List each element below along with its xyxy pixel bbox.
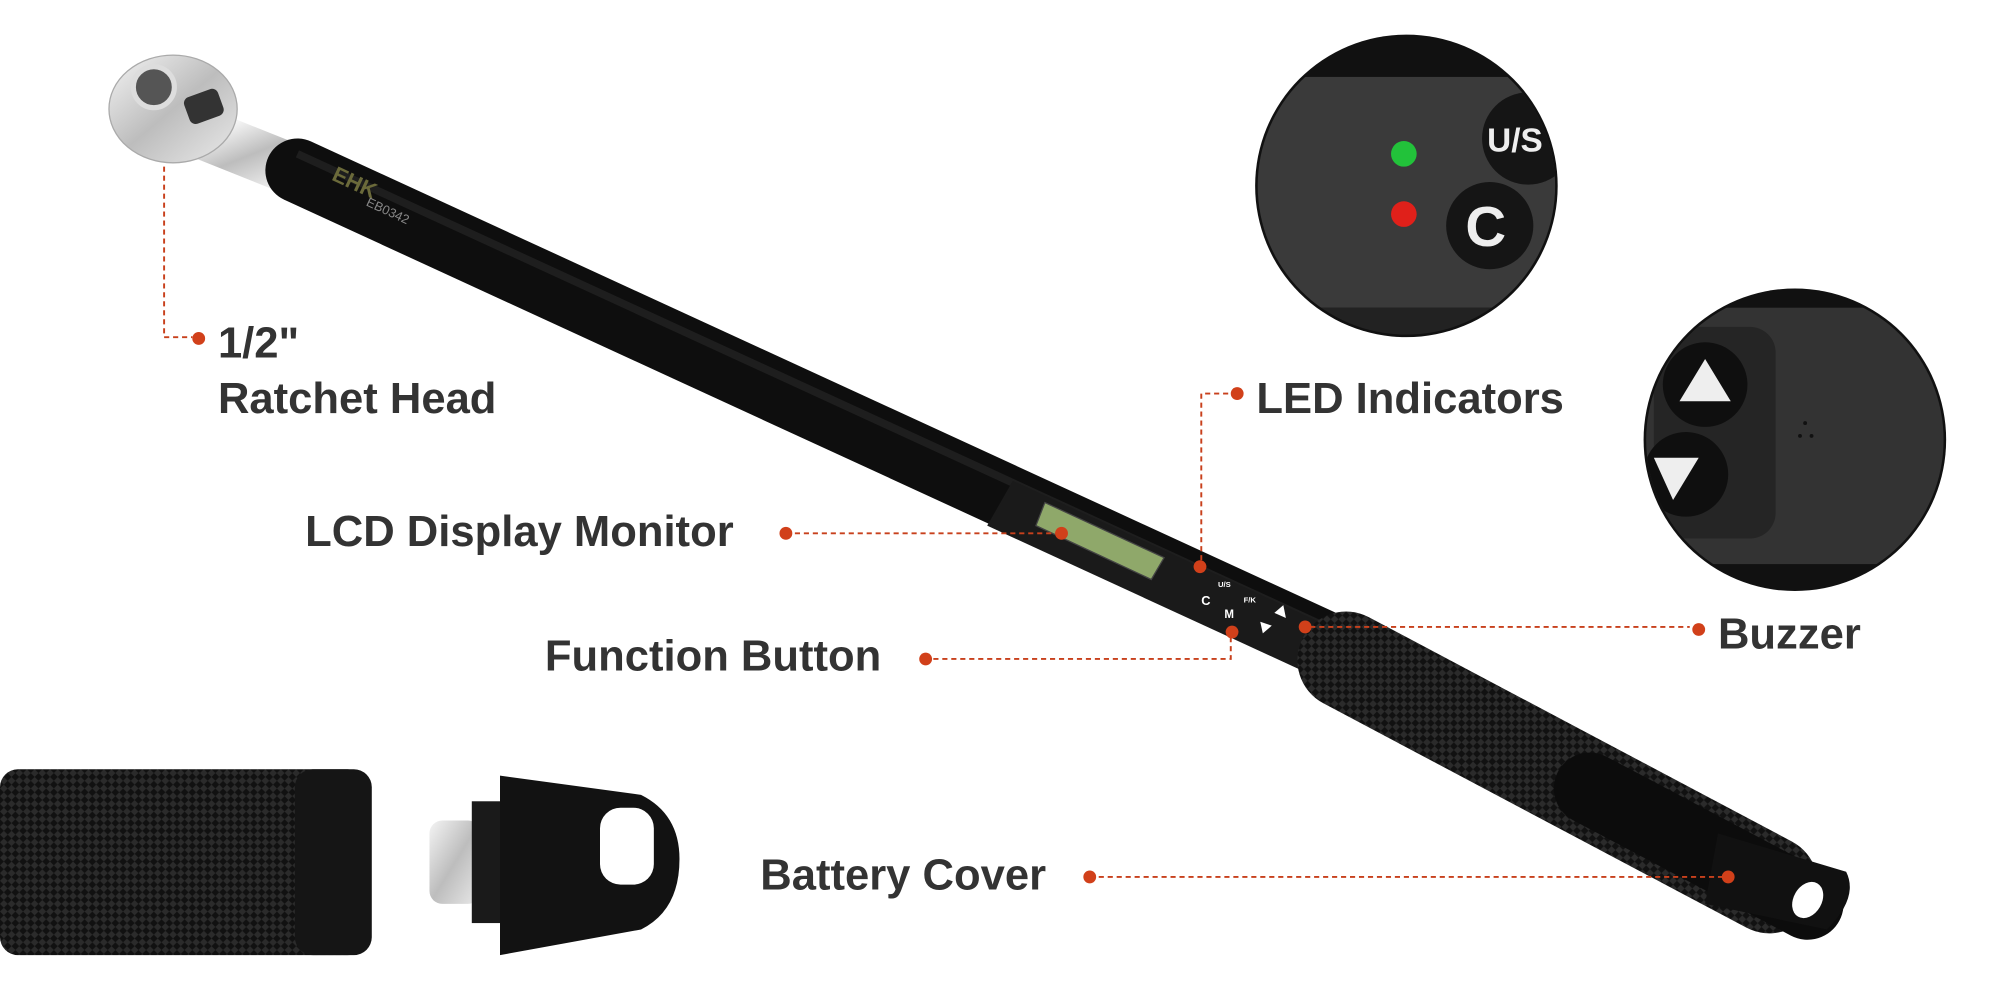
green-led-icon <box>1391 141 1417 167</box>
label-led-indicators: LED Indicators <box>1256 375 1564 423</box>
triangle-down-icon <box>1653 457 1699 500</box>
m-button[interactable]: M <box>1224 609 1234 621</box>
us-button-closeup: U/S <box>1487 122 1543 159</box>
fk-button[interactable]: F/K <box>1244 596 1257 605</box>
battery-compartment-detail <box>0 769 680 956</box>
label-buzzer: Buzzer <box>1718 611 1861 659</box>
label-function-button: Function Button <box>545 633 881 681</box>
lcd-screen <box>1035 501 1166 581</box>
control-panel: U/S F/K C <box>987 480 1334 674</box>
ratchet-head <box>108 54 238 164</box>
led-inset: U/S C <box>1255 34 1558 338</box>
c-button-closeup: C <box>1465 195 1506 258</box>
label-ratchet-size: 1/2" <box>218 320 299 368</box>
us-button[interactable]: U/S <box>1218 580 1231 589</box>
torque-wrench: EHK EB0342 U/S F/K C <box>108 54 1850 940</box>
buzzer-inset <box>1643 288 1947 592</box>
up-button[interactable] <box>1274 605 1286 618</box>
triangle-up-icon <box>1679 358 1731 402</box>
battery-cap <box>1705 833 1850 930</box>
label-lcd-display: LCD Display Monitor <box>305 508 734 556</box>
down-button[interactable] <box>1260 621 1272 634</box>
label-battery-cover: Battery Cover <box>760 852 1046 900</box>
red-led-icon <box>1391 201 1417 227</box>
c-button[interactable]: C <box>1201 593 1210 608</box>
label-ratchet-head: Ratchet Head <box>218 375 497 423</box>
